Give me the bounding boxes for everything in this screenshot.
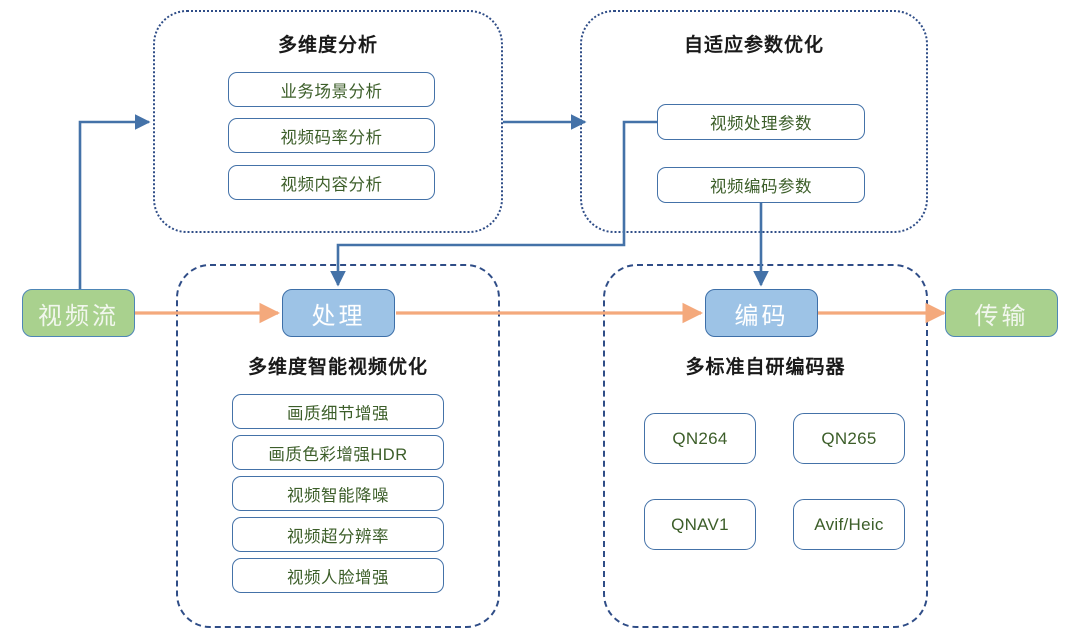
item-codec-avif-heic[interactable]: Avif/Heic xyxy=(793,499,905,550)
item-video-bitrate-analysis[interactable]: 视频码率分析 xyxy=(228,118,435,153)
stage-box-encode[interactable]: 编码 xyxy=(705,289,818,337)
item-business-scene-analysis[interactable]: 业务场景分析 xyxy=(228,72,435,107)
item-video-content-analysis[interactable]: 视频内容分析 xyxy=(228,165,435,200)
item-picture-color-enhancement-hdr[interactable]: 画质色彩增强HDR xyxy=(232,435,444,470)
item-codec-qn264[interactable]: QN264 xyxy=(644,413,756,464)
panel-title-multi-dimension-analysis: 多维度分析 xyxy=(277,35,378,56)
stage-box-process[interactable]: 处理 xyxy=(282,289,395,337)
item-video-smart-denoise[interactable]: 视频智能降噪 xyxy=(232,476,444,511)
blue-stream-to-analysis-connector xyxy=(78,114,151,290)
panel-title-self-developed-encoder: 多标准自研编码器 xyxy=(685,357,846,378)
item-video-processing-parameters[interactable]: 视频处理参数 xyxy=(657,104,865,140)
item-video-super-resolution[interactable]: 视频超分辨率 xyxy=(232,517,444,552)
item-video-encoding-parameters[interactable]: 视频编码参数 xyxy=(657,167,865,203)
panel-multi-standard-self-developed-encoder xyxy=(603,264,928,628)
terminal-box-video-stream[interactable]: 视频流 xyxy=(22,289,135,337)
item-codec-qnav1[interactable]: QNAV1 xyxy=(644,499,756,550)
item-codec-qn265[interactable]: QN265 xyxy=(793,413,905,464)
item-video-face-enhancement[interactable]: 视频人脸增强 xyxy=(232,558,444,593)
item-picture-detail-enhancement[interactable]: 画质细节增强 xyxy=(232,394,444,429)
panel-title-adaptive-parameter-optimization: 自适应参数优化 xyxy=(683,35,824,56)
terminal-box-transmission[interactable]: 传输 xyxy=(945,289,1058,337)
panel-title-smart-video-optimization: 多维度智能视频优化 xyxy=(247,357,428,378)
